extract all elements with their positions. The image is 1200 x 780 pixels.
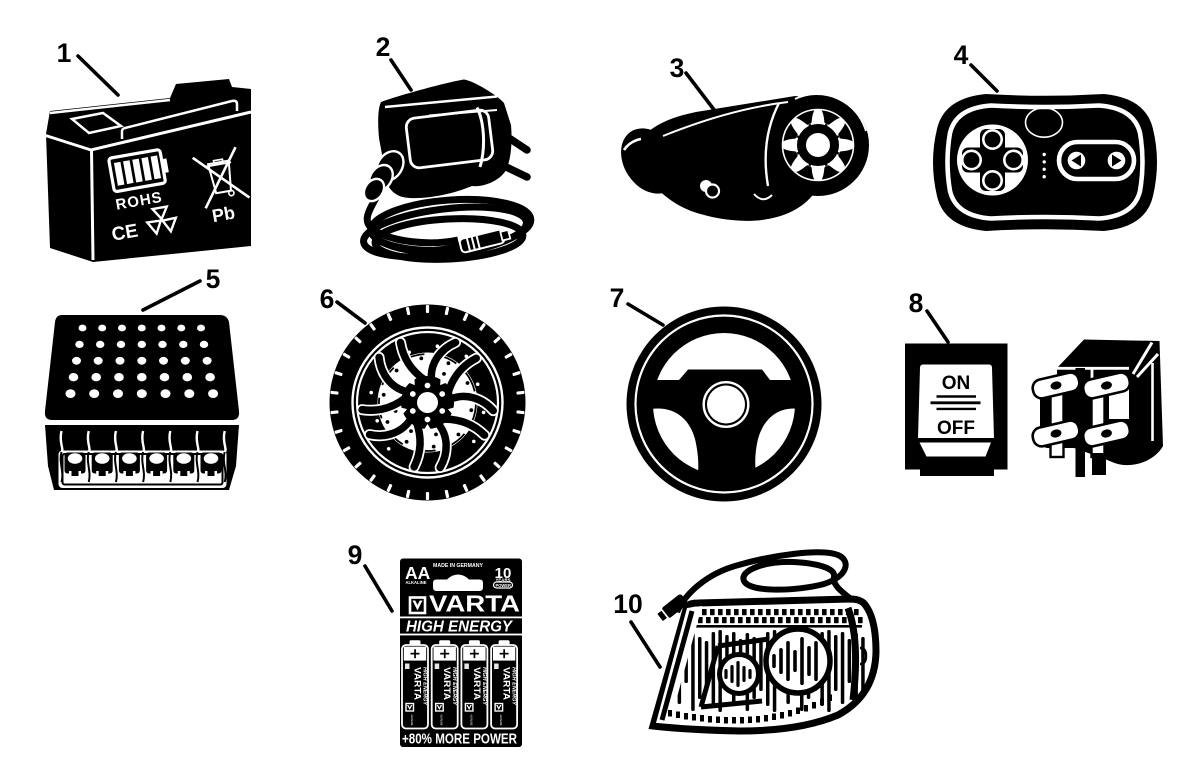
svg-text:AA: AA (405, 563, 431, 583)
svg-text:2: 2 (376, 32, 391, 62)
svg-text:HIGH ENERGY: HIGH ENERGY (481, 667, 487, 706)
svg-text:CE: CE (110, 221, 140, 246)
svg-text:VARTA: VARTA (429, 591, 520, 617)
svg-text:ALKALINE: ALKALINE (499, 715, 503, 726)
svg-text:HIGH ENERGY: HIGH ENERGY (451, 667, 457, 706)
svg-text:7: 7 (610, 283, 625, 313)
svg-text:MADE IN GERMANY: MADE IN GERMANY (433, 563, 483, 569)
svg-text:OFF: OFF (937, 418, 975, 439)
svg-text:Pb: Pb (210, 202, 236, 226)
svg-text:HIGH ENERGY: HIGH ENERGY (406, 618, 514, 635)
svg-text:VARTA: VARTA (412, 667, 423, 700)
svg-text:VARTA: VARTA (501, 667, 512, 700)
svg-text:HIGH ENERGY: HIGH ENERGY (422, 667, 428, 706)
svg-text:ON: ON (942, 373, 971, 394)
svg-text:HIGH ENERGY: HIGH ENERGY (511, 667, 517, 706)
svg-text:5: 5 (206, 264, 221, 294)
svg-text:10: 10 (613, 589, 642, 619)
svg-text:3: 3 (670, 53, 685, 83)
svg-text:ALKALINE: ALKALINE (406, 580, 427, 585)
svg-text:ALKALINE: ALKALINE (410, 715, 414, 726)
svg-text:VARTA: VARTA (441, 667, 452, 700)
svg-text:+80% MORE POWER: +80% MORE POWER (402, 732, 517, 748)
svg-text:6: 6 (320, 284, 335, 314)
svg-text:8: 8 (909, 288, 924, 318)
svg-text:4: 4 (954, 40, 969, 70)
svg-text:POWER: POWER (496, 583, 512, 589)
svg-text:YEARS: YEARS (496, 578, 511, 583)
svg-text:ALKALINE: ALKALINE (469, 715, 473, 726)
svg-text:9: 9 (348, 540, 363, 570)
svg-text:VARTA: VARTA (471, 667, 482, 700)
svg-text:10: 10 (495, 565, 512, 582)
svg-text:ALKALINE: ALKALINE (440, 715, 444, 726)
svg-text:1: 1 (57, 38, 72, 68)
